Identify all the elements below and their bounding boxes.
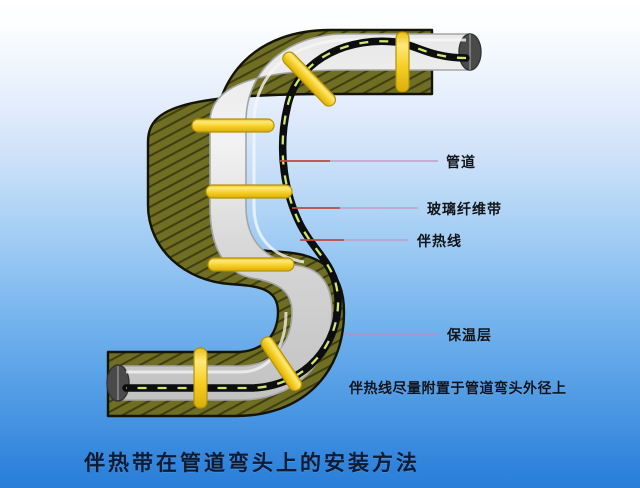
tape-band bbox=[193, 347, 208, 409]
tape-band bbox=[260, 336, 303, 392]
tape-band bbox=[207, 257, 295, 272]
tape-band bbox=[191, 118, 275, 133]
callout-heat-trace-cable-label: 伴热线 bbox=[417, 234, 462, 250]
callout-leader-lines bbox=[280, 160, 438, 335]
fiberglass-tape-bands bbox=[191, 31, 410, 409]
tape-band bbox=[282, 51, 337, 107]
figure-title: 伴热带在管道弯头上的安装方法 bbox=[84, 451, 420, 475]
callout-insulation-layer-label: 保温层 bbox=[447, 328, 492, 344]
callout-fiberglass-tape-label: 玻璃纤维带 bbox=[427, 202, 502, 218]
tape-band bbox=[205, 184, 293, 199]
callout-pipe-label: 管道 bbox=[446, 155, 476, 171]
figure-note: 伴热线尽量附置于管道弯头外径上 bbox=[349, 381, 567, 397]
tape-band bbox=[395, 31, 410, 93]
